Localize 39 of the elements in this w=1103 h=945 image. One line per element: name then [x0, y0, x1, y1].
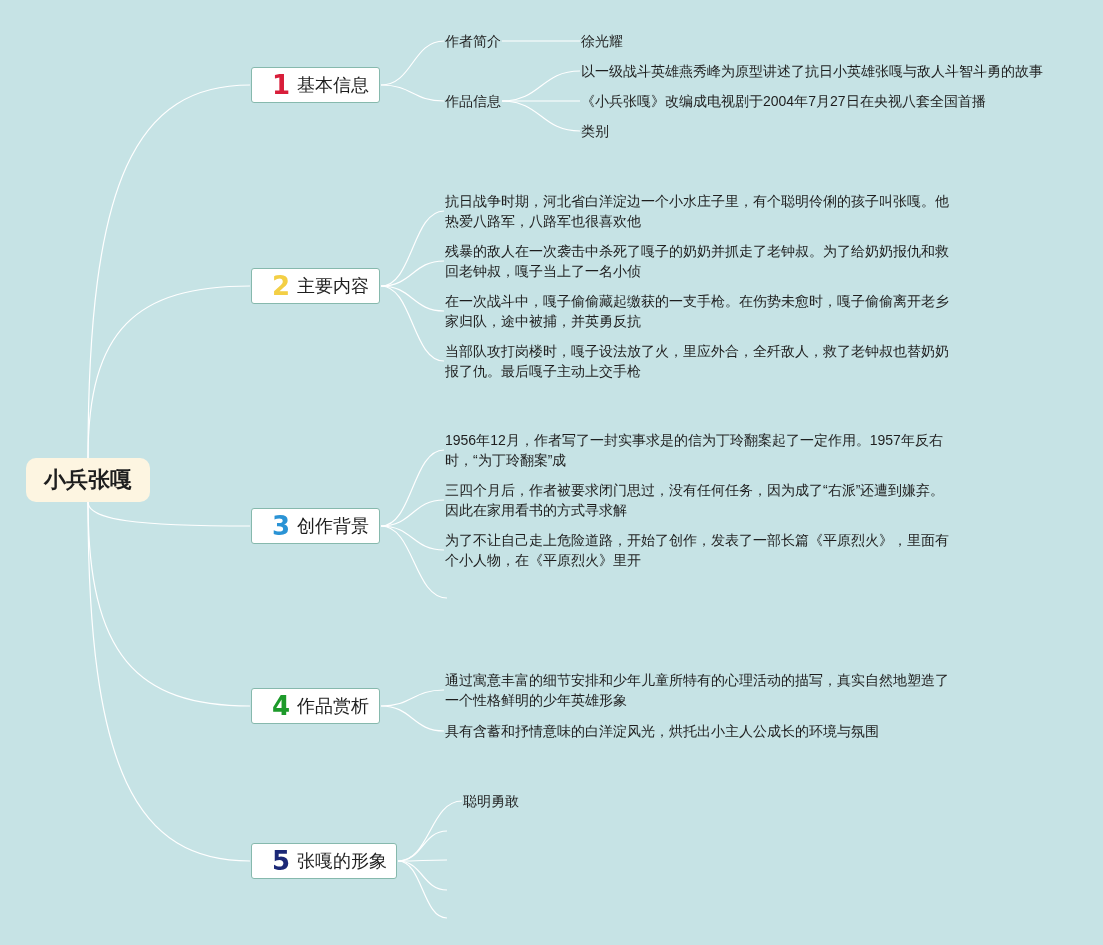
subtopic-text: 1956年12月，作者写了一封实事求是的信为丁玲翻案起了一定作用。1957年反右时，“为丁玲翻案”成 — [445, 430, 951, 470]
branch-line — [380, 84, 445, 102]
branch-line — [380, 705, 445, 732]
topic-title: 创作背景 — [297, 515, 370, 537]
branch-line — [87, 285, 251, 459]
subtopic-text: 作品信息 — [445, 91, 501, 111]
topic-title: 基本信息 — [297, 74, 370, 96]
topic-box — [251, 843, 397, 879]
subtopic-text: 为了不让自己走上危险道路，开始了创作，发表了一部长篇《平原烈火》，里面有个小人物，在《平原烈火》里开 — [445, 530, 951, 570]
subtopic-text: 以一级战斗英雄燕秀峰为原型讲述了抗日小英雄张嘎与敌人斗智斗勇的故事 — [581, 61, 1043, 81]
topic-title: 主要内容 — [297, 275, 370, 297]
branch-line — [380, 525, 448, 599]
topic-box — [251, 268, 380, 304]
topic-title: 作品赏析 — [297, 695, 370, 717]
branch-line — [380, 285, 445, 362]
subtopic-text: 抗日战争时期，河北省白洋淀边一个小水庄子里，有个聪明伶俐的孩子叫张嘎。他热爱八路军，八路军也很喜欢他 — [445, 191, 951, 231]
topic-box — [251, 508, 380, 544]
topic-box — [251, 67, 380, 103]
subtopic-text: 三四个月后，作者被要求闭门思过，没有任何任务，因为成了“右派”还遭到嫌弃。因此在家用看书的方式寻求解 — [445, 480, 951, 520]
subtopic-text: 在一次战斗中，嘎子偷偷藏起缴获的一支手枪。在伤势未愈时，嘎子偷偷离开老乡家归队，途中被捕，并英勇反抗 — [445, 291, 951, 331]
subtopic-text: 类别 — [581, 121, 609, 141]
subtopic-text: 《小兵张嘎》改编成电视剧于2004年7月27日在央视八套全国首播 — [581, 91, 986, 111]
topic-number: 4 — [272, 692, 291, 720]
subtopic-text: 作者简介 — [445, 31, 501, 51]
branch-line — [87, 501, 251, 862]
subtopic-text: 聪明勇敢 — [463, 791, 519, 811]
subtopic-text: 当部队攻打岗楼时，嘎子设法放了火，里应外合，全歼敌人，救了老钟叔也替奶奶报了仇。最后嘎子主动上交手枪 — [445, 341, 951, 381]
topic-number: 5 — [272, 847, 291, 875]
topic-box — [251, 688, 380, 724]
topic-number: 1 — [272, 71, 291, 99]
topic-title: 张嘎的形象 — [297, 850, 388, 872]
central-topic: 小兵张嘎 — [26, 458, 150, 502]
topic-number: 3 — [272, 512, 291, 540]
subtopic-text: 通过寓意丰富的细节安排和少年儿童所特有的心理活动的描写，真实自然地塑造了一个性格鲜明的少年英雄形象 — [445, 670, 951, 710]
subtopic-text: 残暴的敌人在一次袭击中杀死了嘎子的奶奶并抓走了老钟叔。为了给奶奶报仇和救回老钟叔，嘎子当上了一名小侦 — [445, 241, 951, 281]
subtopic-text: 徐光耀 — [581, 31, 623, 51]
branch-line — [501, 100, 581, 132]
subtopic-text: 具有含蓄和抒情意味的白洋淀风光，烘托出小主人公成长的环境与氛围 — [445, 721, 879, 741]
topic-number: 2 — [272, 272, 291, 300]
